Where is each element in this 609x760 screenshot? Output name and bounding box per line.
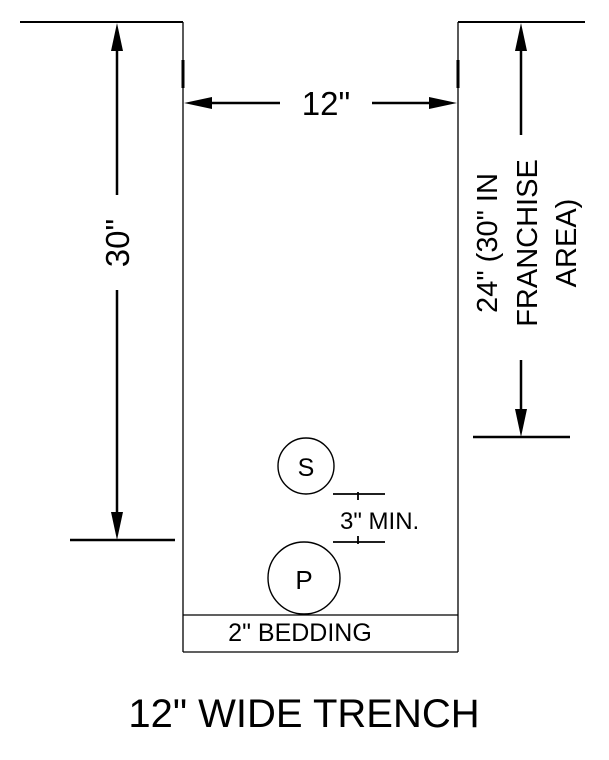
cover-dimension-label-line-1: 24" (30" IN [472,173,504,313]
diagram-title: 12" WIDE TRENCH [128,692,479,736]
depth-arrow-bottom [111,512,123,540]
separation-dimension: 3" MIN. [333,492,419,544]
secondary-pipe-label: S [298,454,315,482]
separation-label: 3" MIN. [340,508,419,535]
cover-dimension-label-line-3: AREA) [551,199,583,288]
primary-pipe-label: P [295,565,312,595]
cover-arrow-top [515,23,527,51]
secondary-pipe-circle [277,437,335,495]
width-arrow-left [184,97,212,109]
cover-dimension: 24" (30" IN FRANCHISE AREA) [472,23,583,439]
depth-dimension-label: 30" [99,219,136,267]
width-dimension: 12" [184,85,457,122]
secondary-pipe: S [277,437,335,495]
primary-pipe: P [267,541,341,615]
cover-arrow-bottom [515,409,527,437]
width-arrow-right [429,97,457,109]
bedding-label: 2" BEDDING [228,619,372,647]
width-dimension-label: 12" [302,85,350,122]
depth-dimension: 30" [70,23,175,542]
cover-dimension-label-line-2: FRANCHISE [512,159,544,327]
depth-arrow-top [111,23,123,51]
primary-pipe-circle [267,541,341,615]
